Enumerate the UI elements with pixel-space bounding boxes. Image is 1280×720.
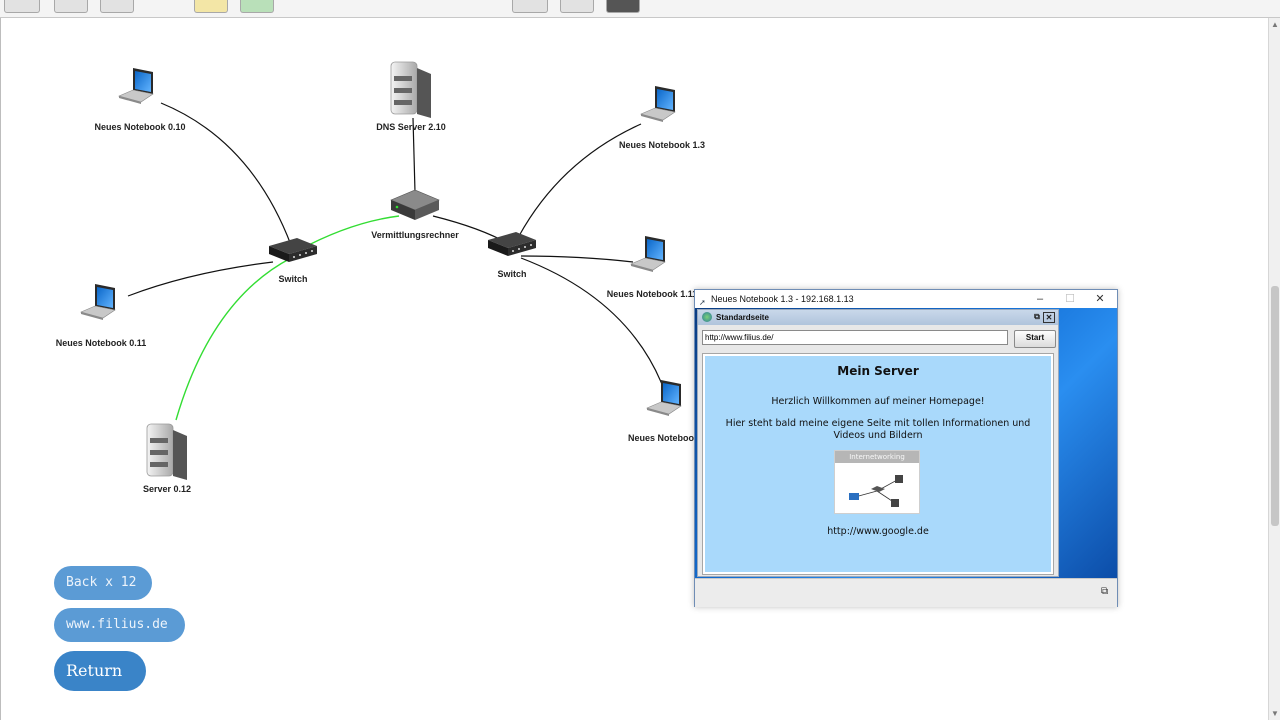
window-title: Neues Notebook 1.3 - 192.168.1.13 — [711, 294, 854, 304]
close-icon[interactable]: ✕ — [1095, 293, 1105, 305]
scroll-up-icon[interactable]: ▲ — [1271, 20, 1279, 29]
address-bar: Start — [702, 330, 1056, 348]
node-label: Neues Notebook 1.3 — [619, 140, 705, 150]
vertical-scrollbar[interactable]: ▲ ▼ — [1268, 18, 1280, 720]
network-thumbnail-icon — [849, 475, 903, 507]
node-label: Neues Notebook 0.10 — [94, 122, 185, 132]
node-switch-left[interactable]: Switch — [269, 238, 317, 284]
node-dns-server[interactable]: DNS Server 2.10 — [376, 61, 446, 132]
link-switch2-notebook13 — [518, 123, 642, 237]
page-image: Internetworking — [834, 450, 920, 514]
window-titlebar[interactable]: ➚ Neues Notebook 1.3 - 192.168.1.13 – ☐ … — [695, 290, 1117, 308]
toolbar-button-2[interactable] — [54, 0, 88, 13]
simulation-mode-button[interactable] — [240, 0, 274, 13]
toolbar-button-1[interactable] — [4, 0, 40, 13]
image-caption: Internetworking — [835, 451, 919, 463]
restore-icon[interactable]: ⧉ — [1034, 312, 1040, 321]
node-notebook-0-11[interactable]: Neues Notebook 0.11 — [56, 283, 147, 348]
link-notebook011-switch — [127, 261, 274, 297]
close-icon[interactable]: ✕ — [1043, 312, 1055, 323]
scroll-thumb[interactable] — [1271, 286, 1279, 526]
edit-mode-button[interactable] — [194, 0, 228, 13]
toolbar-button-7[interactable] — [560, 0, 594, 13]
window-statusbar: ⧉ — [695, 578, 1117, 607]
node-notebook-1-11[interactable]: Neues Notebook 1.11 — [607, 235, 698, 299]
browser-icon — [702, 312, 712, 322]
node-notebook-0-10[interactable]: Neues Notebook 0.10 — [94, 67, 186, 132]
start-button[interactable]: Start — [1014, 330, 1056, 348]
toolbar-button-3[interactable] — [100, 0, 134, 13]
node-switch-right[interactable]: Switch — [488, 232, 536, 279]
resize-icon[interactable]: ⧉ — [1101, 586, 1109, 597]
node-server-0-12[interactable]: Server 0.12 — [143, 423, 191, 494]
web-page: Mein Server Herzlich Willkommen auf mein… — [702, 353, 1054, 575]
info-button[interactable] — [606, 0, 640, 13]
link-dns-router — [412, 117, 416, 193]
toolbar-button-6[interactable] — [512, 0, 548, 13]
browser-titlebar[interactable]: Standardseite ⧉ ✕ — [698, 310, 1058, 325]
node-router[interactable]: Vermittlungsrechner — [371, 189, 459, 240]
network-diagram: Neues Notebook 0.10 DNS Server 2.10 Neue… — [56, 61, 707, 494]
website-button[interactable]: www.filius.de — [54, 608, 185, 642]
node-label: Server 0.12 — [143, 484, 191, 494]
welcome-text: Herzlich Willkommen auf meiner Homepage! — [771, 396, 985, 407]
maximize-icon[interactable]: ☐ — [1065, 293, 1075, 305]
link-notebook010-switch — [160, 102, 292, 246]
node-notebook-1[interactable]: Neues Notebook 1 — [628, 379, 707, 443]
link-switch2-notebook1 — [520, 257, 666, 393]
node-label: Switch — [497, 269, 526, 279]
app-icon: ➚ — [699, 298, 706, 307]
page-content: Mein Server Herzlich Willkommen auf mein… — [705, 356, 1051, 572]
node-label: Neues Notebook 1 — [628, 433, 707, 443]
node-label: DNS Server 2.10 — [376, 122, 446, 132]
node-label: Neues Notebook 1.11 — [607, 289, 698, 299]
notebook-window[interactable]: ➚ Neues Notebook 1.3 - 192.168.1.13 – ☐ … — [694, 289, 1118, 607]
node-notebook-1-3[interactable]: Neues Notebook 1.3 — [619, 85, 705, 150]
return-button[interactable]: Return — [54, 651, 146, 691]
google-link[interactable]: http://www.google.de — [827, 526, 929, 537]
back-button[interactable]: Back x 12 — [54, 566, 152, 600]
node-label: Neues Notebook 0.11 — [56, 338, 147, 348]
scroll-down-icon[interactable]: ▼ — [1271, 709, 1279, 718]
browser-window[interactable]: Standardseite ⧉ ✕ Start Mein Server Herz… — [697, 309, 1059, 577]
page-heading: Mein Server — [837, 364, 919, 378]
node-label: Vermittlungsrechner — [371, 230, 459, 240]
node-label: Switch — [278, 274, 307, 284]
body-text: Hier steht bald meine eigene Seite mit t… — [725, 418, 1031, 441]
toolbar — [0, 0, 1280, 18]
link-server012-switch[interactable] — [175, 257, 292, 421]
link-switch2-notebook111 — [520, 255, 634, 263]
browser-title: Standardseite — [716, 313, 769, 322]
url-input[interactable] — [702, 330, 1008, 345]
minimize-icon[interactable]: – — [1036, 293, 1044, 305]
